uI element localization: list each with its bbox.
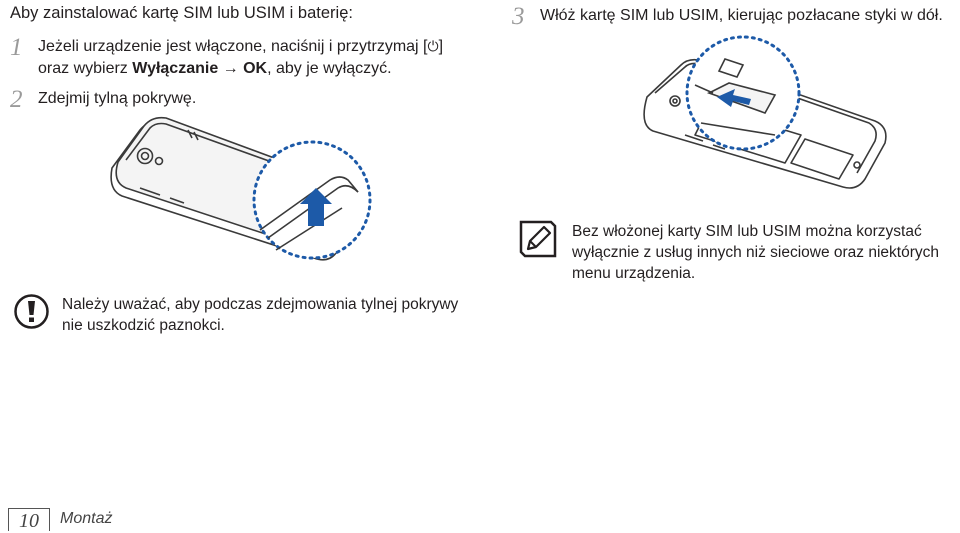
page-number: 10	[8, 508, 50, 532]
step-1-line1: Jeżeli urządzenie jest włączone, naciśni…	[38, 38, 428, 55]
step-1-number: 1	[10, 34, 23, 61]
insert-sim-illustration	[643, 35, 887, 189]
caution-line-2: nie uszkodzić paznokci.	[62, 317, 225, 334]
step-1-text: Jeżeli urządzenie jest włączone, naciśni…	[38, 36, 443, 80]
option-ok: OK	[243, 60, 268, 77]
step-2-number: 2	[10, 86, 23, 113]
option-wylaczanie: Wyłączanie	[132, 60, 219, 77]
note-line-1: Bez włożonej karty SIM lub USIM można ko…	[572, 223, 922, 240]
note-line-3: menu urządzenia.	[572, 265, 696, 282]
step-1-line2-post: , aby je wyłączyć.	[267, 60, 392, 77]
note-pencil-icon	[519, 220, 557, 258]
step-2-text: Zdejmij tylną pokrywę.	[38, 90, 197, 107]
power-icon: ⏻	[427, 39, 439, 55]
step-1-line1-end: ]	[438, 38, 444, 55]
note-text: Bez włożonej karty SIM lub USIM można ko…	[572, 221, 939, 284]
remove-back-cover-illustration	[110, 116, 372, 261]
caution-icon	[14, 294, 49, 329]
arrow-separator: →	[218, 60, 244, 77]
step-3-text: Włóż kartę SIM lub USIM, kierując pozłac…	[540, 7, 943, 24]
step-3-number: 3	[512, 3, 525, 30]
section-title: Montaż	[60, 510, 113, 527]
caution-text: Należy uważać, aby podczas zdejmowania t…	[62, 294, 458, 336]
intro-heading: Aby zainstalować kartę SIM lub USIM i ba…	[10, 4, 353, 22]
caution-line-1: Należy uważać, aby podczas zdejmowania t…	[62, 296, 459, 313]
step-1-line2-pre: oraz wybierz	[38, 60, 133, 77]
note-line-2: wyłącznie z usług innych niż sieciowe or…	[572, 244, 939, 261]
